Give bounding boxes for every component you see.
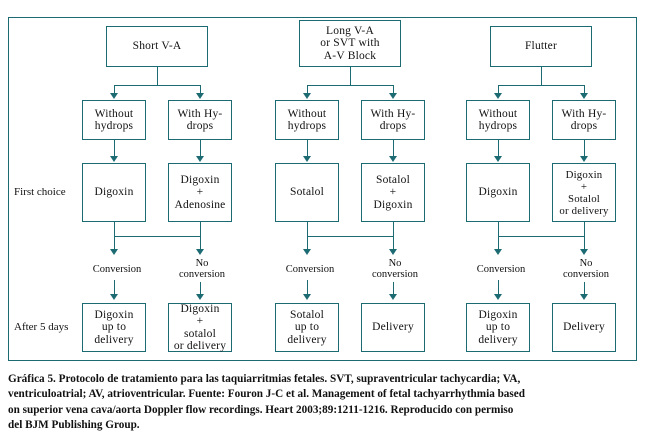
caption-line-3: on superior vena cava/aorta Doppler flow… bbox=[8, 403, 514, 416]
node-c3-after5-2[interactable]: Delivery bbox=[552, 303, 616, 352]
arrow-c2-final-2 bbox=[389, 294, 397, 300]
edge-label-c2-conversion: Conversion bbox=[285, 264, 335, 275]
arrow-c1-final-2 bbox=[196, 294, 204, 300]
arrow-c3-b2 bbox=[580, 156, 588, 162]
arrow-c2-b1 bbox=[303, 156, 311, 162]
connector-c3-root-stem bbox=[541, 67, 542, 85]
node-c3-first-choice-2[interactable]: Digoxin + Sotalol or delivery bbox=[552, 163, 616, 222]
connector-c3-root-bus bbox=[498, 85, 584, 86]
connector-c3-to-final-2 bbox=[584, 282, 585, 295]
node-c1-without-hydrops[interactable]: Without hydrops bbox=[82, 100, 146, 140]
connector-c3-to-final-1 bbox=[498, 280, 499, 295]
connector-c3-fc2-down bbox=[584, 222, 585, 236]
node-c1-after5-2[interactable]: Digoxin + sotalol or delivery bbox=[168, 303, 232, 352]
arrow-c2-b2 bbox=[389, 156, 397, 162]
connector-c1-b2-stem bbox=[200, 140, 201, 157]
connector-c1-root-stem bbox=[157, 67, 158, 85]
connector-c3-b1-stem bbox=[498, 140, 499, 157]
node-c3-with-hydrops[interactable]: With Hy- drops bbox=[552, 100, 616, 140]
arrow-c2-final-1 bbox=[303, 294, 311, 300]
arrow-c1-final-1 bbox=[110, 294, 118, 300]
arrow-c1-root-left bbox=[110, 93, 118, 99]
arrow-c2-root-left bbox=[303, 93, 311, 99]
node-long-va-svt-root[interactable]: Long V-A or SVT with A-V Block bbox=[299, 20, 401, 67]
node-c1-first-choice-1[interactable]: Digoxin bbox=[82, 163, 146, 222]
connector-c3-split-right bbox=[584, 236, 585, 250]
arrow-c3-final-2 bbox=[580, 294, 588, 300]
arrow-c3-b1 bbox=[494, 156, 502, 162]
connector-c2-root-stem bbox=[350, 67, 351, 85]
connector-c2-b1-stem bbox=[307, 140, 308, 157]
arrow-c1-b1 bbox=[110, 156, 118, 162]
edge-label-c1-no-conversion: No conversion bbox=[178, 258, 226, 280]
connector-c1-fc1-down bbox=[114, 222, 115, 236]
node-short-va-root[interactable]: Short V-A bbox=[106, 26, 208, 67]
connector-c1-split-right bbox=[200, 236, 201, 250]
arrow-c3-no-conversion bbox=[580, 249, 588, 255]
node-c2-after5-2[interactable]: Delivery bbox=[361, 303, 425, 352]
node-c1-first-choice-2[interactable]: Digoxin + Adenosine bbox=[168, 163, 232, 222]
connector-c1-root-right-drop bbox=[200, 85, 201, 94]
arrow-c1-b2 bbox=[196, 156, 204, 162]
arrow-c3-root-left bbox=[494, 93, 502, 99]
node-c1-with-hydrops[interactable]: With Hy- drops bbox=[168, 100, 232, 140]
connector-c2-fc2-down bbox=[393, 222, 394, 236]
connector-c3-merge-bus bbox=[498, 236, 584, 237]
connector-c2-root-bus bbox=[307, 85, 393, 86]
connector-c2-b2-stem bbox=[393, 140, 394, 157]
node-c3-after5-1[interactable]: Digoxin up to delivery bbox=[466, 303, 530, 352]
caption-line-2: ventriculoatrial; AV, atrioventricular. … bbox=[8, 388, 525, 401]
figure-caption: Gráfica 5. Protocolo de tratamiento para… bbox=[8, 372, 640, 434]
connector-c2-to-final-2 bbox=[393, 282, 394, 295]
connector-c2-split-left bbox=[307, 236, 308, 250]
arrow-c1-conversion bbox=[110, 249, 118, 255]
arrow-c1-no-conversion bbox=[196, 249, 204, 255]
arrow-c2-no-conversion bbox=[389, 249, 397, 255]
node-c1-after5-1[interactable]: Digoxin up to delivery bbox=[82, 303, 146, 352]
edge-label-c3-conversion: Conversion bbox=[476, 264, 526, 275]
edge-label-c3-no-conversion: No conversion bbox=[562, 258, 610, 280]
connector-c1-to-final-2 bbox=[200, 282, 201, 295]
node-c2-first-choice-2[interactable]: Sotalol + Digoxin bbox=[361, 163, 425, 222]
connector-c1-split-left bbox=[114, 236, 115, 250]
node-c2-with-hydrops[interactable]: With Hy- drops bbox=[361, 100, 425, 140]
connector-c1-root-left-drop bbox=[114, 85, 115, 94]
node-c3-first-choice-1[interactable]: Digoxin bbox=[466, 163, 530, 222]
arrow-c1-root-right bbox=[196, 93, 204, 99]
arrow-c3-conversion bbox=[494, 249, 502, 255]
row-label-after-5-days: After 5 days bbox=[14, 321, 69, 333]
connector-c1-root-bus bbox=[114, 85, 200, 86]
connector-c3-b2-stem bbox=[584, 140, 585, 157]
node-c2-without-hydrops[interactable]: Without hydrops bbox=[275, 100, 339, 140]
edge-label-c1-conversion: Conversion bbox=[92, 264, 142, 275]
connector-c3-fc1-down bbox=[498, 222, 499, 236]
caption-line-1: Gráfica 5. Protocolo de tratamiento para… bbox=[8, 373, 521, 385]
connector-c1-b1-stem bbox=[114, 140, 115, 157]
node-c2-after5-1[interactable]: Sotalol up to delivery bbox=[275, 303, 339, 352]
connector-c2-root-right-drop bbox=[393, 85, 394, 94]
node-flutter-root[interactable]: Flutter bbox=[490, 26, 592, 67]
connector-c2-fc1-down bbox=[307, 222, 308, 236]
arrow-c2-root-right bbox=[389, 93, 397, 99]
connector-c3-split-left bbox=[498, 236, 499, 250]
connector-c3-root-right-drop bbox=[584, 85, 585, 94]
node-c3-without-hydrops[interactable]: Without hydrops bbox=[466, 100, 530, 140]
arrow-c3-final-1 bbox=[494, 294, 502, 300]
arrow-c2-conversion bbox=[303, 249, 311, 255]
connector-c2-merge-bus bbox=[307, 236, 393, 237]
connector-c2-to-final-1 bbox=[307, 280, 308, 295]
connector-c2-root-left-drop bbox=[307, 85, 308, 94]
connector-c1-fc2-down bbox=[200, 222, 201, 236]
connector-c3-root-left-drop bbox=[498, 85, 499, 94]
row-label-first-choice: First choice bbox=[14, 186, 66, 198]
connector-c1-to-final-1 bbox=[114, 280, 115, 295]
caption-line-4: del BJM Publishing Group. bbox=[8, 419, 140, 432]
connector-c1-merge-bus bbox=[114, 236, 200, 237]
node-c2-first-choice-1[interactable]: Sotalol bbox=[275, 163, 339, 222]
connector-c2-split-right bbox=[393, 236, 394, 250]
arrow-c3-root-right bbox=[580, 93, 588, 99]
edge-label-c2-no-conversion: No conversion bbox=[371, 258, 419, 280]
